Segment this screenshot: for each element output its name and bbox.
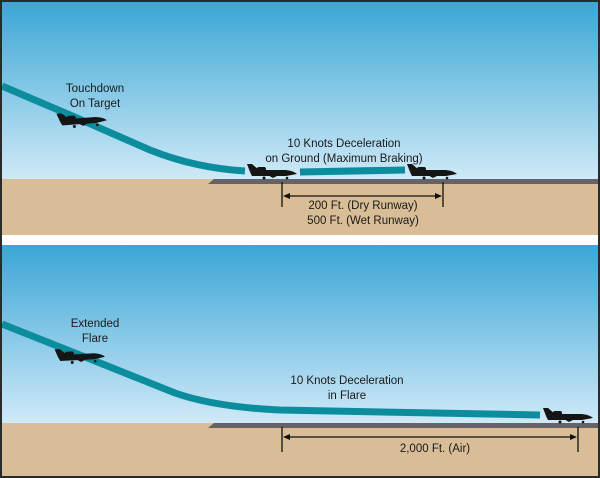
ground-distance-label: 200 Ft. (Dry Runway) 500 Ft. (Wet Runway…	[293, 199, 433, 229]
ground-deceleration-label-line-2: on Ground (Maximum Braking)	[265, 153, 423, 165]
top-panel	[0, 2, 598, 235]
air-distance-value: 2,000 Ft. (Air)	[399, 443, 471, 455]
bottom-distance-arrow	[281, 427, 579, 452]
panel-divider	[2, 235, 598, 245]
flare-deceleration-label: 10 Knots Deceleration in Flare	[272, 374, 422, 404]
ground-deceleration-label: 10 Knots Deceleration on Ground (Maximum…	[254, 137, 434, 167]
top-sky	[2, 2, 598, 179]
top-distance-arrow	[281, 182, 444, 207]
top-ground	[2, 179, 598, 235]
top-braking-path	[299, 166, 406, 176]
bottom-flare-path	[0, 320, 541, 419]
bottom-runway	[208, 423, 598, 428]
touchdown-label: Touchdown On Target	[38, 82, 152, 112]
bottom-panel	[0, 245, 598, 476]
top-runway	[208, 179, 598, 184]
ground-deceleration-label-line-1: 10 Knots Deceleration	[287, 138, 401, 150]
air-distance-label: 2,000 Ft. (Air)	[380, 442, 490, 457]
flare-label-line-2: Flare	[81, 333, 109, 345]
touchdown-label-line-2: On Target	[69, 98, 121, 110]
bottom-sky	[2, 245, 598, 423]
ground-distance-wet: 500 Ft. (Wet Runway)	[307, 215, 419, 227]
bottom-ground	[2, 423, 598, 476]
top-approach-path	[0, 82, 246, 175]
flare-label-line-1: Extended	[70, 318, 120, 330]
flare-label: Extended Flare	[48, 317, 142, 347]
flare-deceleration-label-line-2: in Flare	[327, 390, 367, 402]
ground-distance-dry: 200 Ft. (Dry Runway)	[308, 200, 418, 212]
touchdown-label-line-1: Touchdown	[65, 83, 125, 95]
flare-deceleration-label-line-1: 10 Knots Deceleration	[290, 375, 404, 387]
